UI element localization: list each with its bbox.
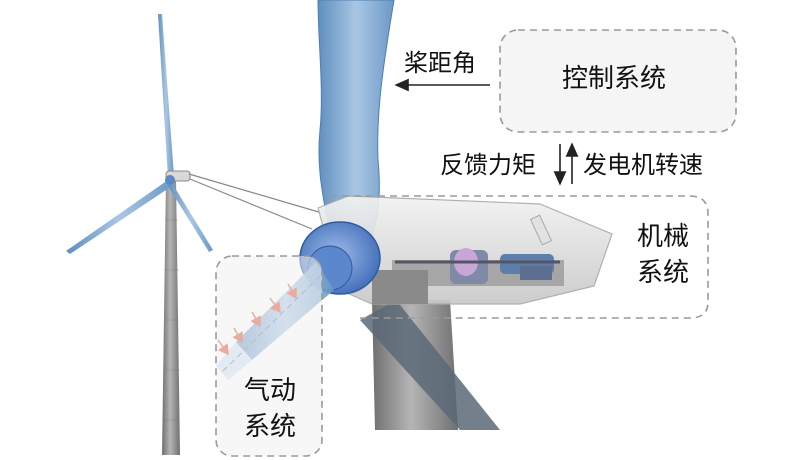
aero-system-label-line1: 气动 — [244, 376, 297, 406]
feedback-torque-label: 反馈力矩 — [440, 151, 536, 179]
pitch-angle-label: 桨距角 — [404, 49, 476, 77]
control-system-box — [499, 29, 737, 133]
control-system-label: 控制系统 — [562, 64, 667, 94]
aero-system-box — [215, 255, 323, 457]
mechanical-system-label-line2: 系统 — [637, 258, 690, 288]
generator-speed-label: 发电机转速 — [583, 151, 703, 179]
mechanical-system-label-line1: 机械 — [637, 222, 690, 252]
wind-turbine-overview — [66, 14, 213, 455]
nacelle-drivetrain — [299, 0, 613, 430]
mechanical-system-box — [330, 195, 709, 319]
aero-system-label-line2: 系统 — [244, 412, 297, 442]
